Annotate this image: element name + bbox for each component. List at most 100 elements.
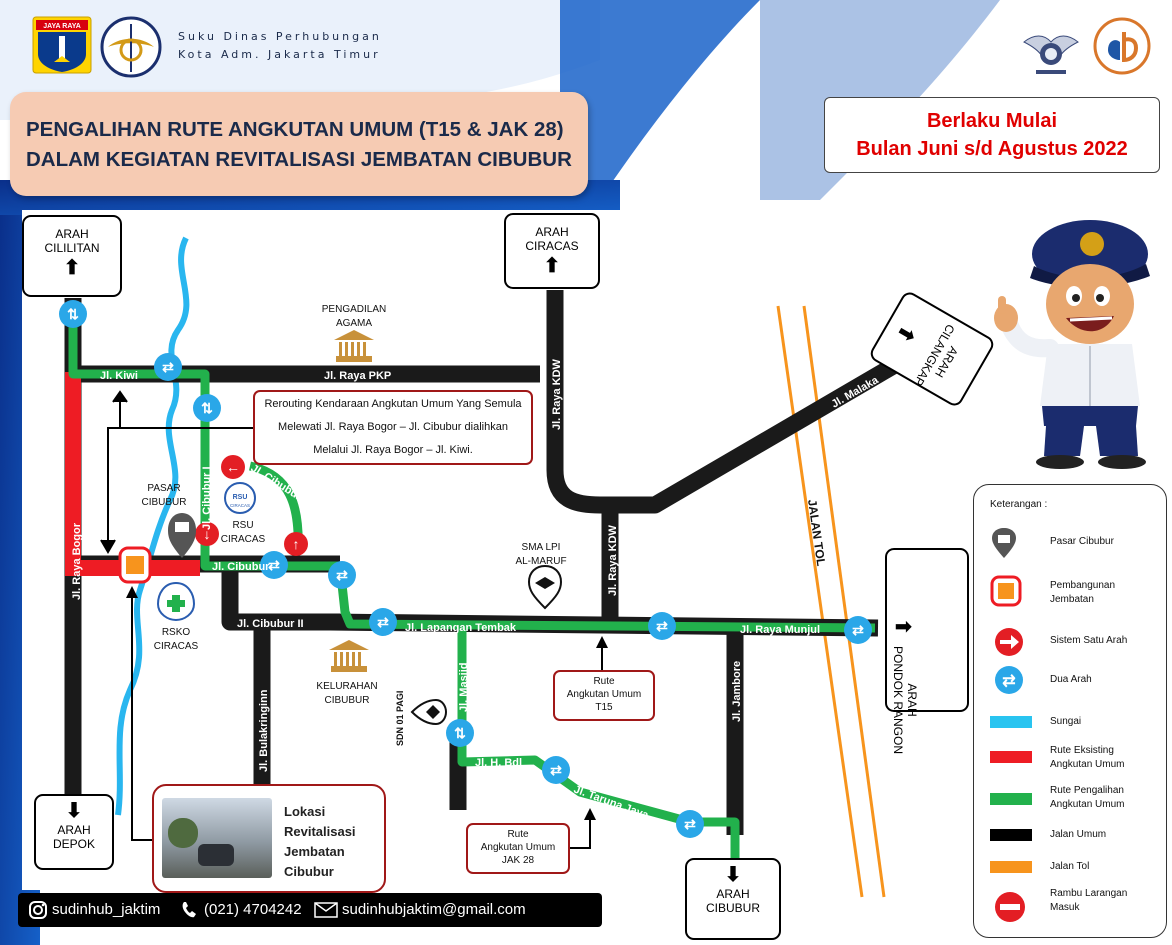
svg-text:⇄: ⇄	[336, 567, 348, 583]
arrow-right-icon: ➡	[893, 320, 920, 348]
direction-depok: ⬇ ARAH DEPOK	[34, 794, 114, 870]
route-jak28-note: Rute Angkutan Umum JAK 28	[466, 823, 570, 874]
legend-label-pengalihan: Rute Pengalihan Angkutan Umum	[1050, 785, 1125, 810]
rsu-logo-text: RSU	[233, 494, 248, 501]
one-way-icon	[284, 532, 308, 556]
river-swatch	[990, 716, 1032, 728]
svg-text:⇄: ⇄	[550, 762, 562, 778]
place-kelurahan-1: KELURAHAN	[316, 681, 377, 692]
two-way-markers	[59, 300, 872, 838]
no-entry-icon	[994, 891, 1026, 923]
place-kelurahan-2: CIBUBUR	[324, 695, 369, 706]
road-label-cibubur-1: Jl. Cibubur I	[201, 466, 213, 530]
rerouting-note-line2: Melewati Jl. Raya Bogor – Jl. Cibubur di…	[278, 421, 508, 433]
road-label-jambore: Jl. Jambore	[731, 661, 743, 722]
legend-label-jalan-tol: Jalan Tol	[1050, 861, 1090, 872]
river-line	[115, 236, 190, 816]
place-pasar-2: CIBUBUR	[141, 497, 186, 508]
location-line1: Lokasi	[284, 804, 326, 819]
legend-label-pasar: Pasar Cibubur	[1050, 536, 1114, 547]
diversion-route-swatch	[990, 793, 1032, 805]
two-way-icon	[446, 719, 474, 747]
route-t15-note: Rute Angkutan Umum T15	[553, 670, 655, 721]
road-label-cibubur: Jl. Cibubur	[212, 561, 270, 573]
svg-text:⇅: ⇅	[67, 306, 79, 322]
svg-text:⇄: ⇄	[377, 614, 389, 630]
two-way-icon	[676, 810, 704, 838]
direction-cibubur-line1: ARAH	[716, 887, 750, 901]
svg-text:↑: ↑	[293, 536, 300, 552]
legend-label-satu-arah: Sistem Satu Arah	[1050, 635, 1128, 646]
road-label-lapangan-tembak: Jl. Lapangan Tembak	[405, 622, 517, 634]
email-icon	[314, 902, 338, 918]
svg-text:⇅: ⇅	[201, 400, 213, 416]
road-label-h-bdl: Jl. H. Bdl	[475, 757, 522, 769]
road-label-raya-pkp: Jl. Raya PKP	[324, 370, 391, 382]
road-label-kiwi: Jl. Kiwi	[100, 370, 138, 382]
road-label-cibubur-2: Jl. Cibubur II	[237, 618, 304, 630]
two-way-icon	[154, 353, 182, 381]
bridge-construction-icon	[990, 575, 1022, 607]
agency-name-line2: Kota Adm. Jakarta Timur	[178, 48, 381, 61]
instagram-handle[interactable]: sudinhub_jaktim	[52, 901, 161, 918]
rsu-logo-icon: RSU CIRACAS	[224, 482, 256, 514]
road-label-raya-bogor: Jl. Raya Bogor	[71, 522, 83, 600]
dishub-logo	[100, 16, 162, 78]
toll-road-swatch	[990, 861, 1032, 873]
rsu-logo-subtext: CIRACAS	[230, 503, 250, 508]
kelurahan-building-icon	[329, 640, 369, 672]
place-sma-2: AL-MARUF	[515, 556, 566, 567]
arrow-down-icon: ⬇	[65, 800, 83, 822]
route-jak28-line1: Rute	[507, 829, 529, 840]
direction-depok-line1: ARAH	[57, 823, 91, 837]
traffic-police-logo	[1020, 20, 1082, 80]
svg-text:⇄: ⇄	[684, 816, 696, 832]
legend-label-jalan-umum: Jalan Umum	[1050, 829, 1107, 840]
svg-text:⇅: ⇅	[454, 725, 466, 741]
jakarta-logo: JAYA RAYA	[32, 16, 92, 74]
direction-ciracas-line2: CIRACAS	[525, 239, 579, 253]
rerouting-note-line3: Melalui Jl. Raya Bogor – Jl. Kiwi.	[313, 444, 473, 456]
phone-number[interactable]: (021) 4704242	[204, 901, 302, 918]
direction-ciracas: ARAH CIRACAS ⬆	[504, 213, 600, 289]
route-t15-line3: T15	[595, 702, 613, 713]
legend-label-eksisting: Rute Eksisting Angkutan Umum	[1050, 745, 1125, 770]
rerouting-note-line1: Rerouting Kendaraan Angkutan Umum Yang S…	[264, 398, 522, 410]
title-line2: DALAM KEGIATAN REVITALISASI JEMBATAN CIB…	[26, 148, 572, 171]
two-way-icon	[844, 616, 872, 644]
direction-cililitan-line1: ARAH	[55, 227, 89, 241]
place-rsko-1: RSKO	[162, 627, 191, 638]
school-pin-icon	[410, 698, 448, 726]
place-pasar-1: PASAR	[147, 483, 180, 494]
road-label-raya-munjul: Jl. Raya Munjul	[740, 624, 820, 636]
logo-text: JAYA RAYA	[43, 23, 81, 30]
two-way-icon	[59, 300, 87, 328]
svg-text:⇄: ⇄	[268, 557, 280, 573]
title-box: PENGALIHAN RUTE ANGKUTAN UMUM (T15 & JAK…	[10, 92, 588, 196]
legend-label-sungai: Sungai	[1050, 716, 1082, 727]
public-road-swatch	[990, 829, 1032, 841]
arrow-down-icon: ⬇	[724, 864, 742, 886]
two-way-icon	[260, 551, 288, 579]
agency-round-logo	[1092, 16, 1152, 76]
reroute-pointer	[100, 390, 253, 554]
place-pengadilan-2: AGAMA	[336, 318, 372, 329]
road-label-raya-kdw-1: Jl. Raya KDW	[551, 358, 563, 430]
road-label-masjid: Jl. Masjid	[458, 662, 470, 712]
email-address[interactable]: sudinhubjaktim@gmail.com	[342, 901, 526, 918]
two-way-icon: ⇄	[994, 665, 1024, 695]
two-way-icon	[193, 394, 221, 422]
existing-route-line	[65, 372, 200, 576]
direction-pondok-rangon-line1: ARAH	[905, 683, 919, 717]
arrow-right-icon: ➡	[895, 616, 912, 638]
rsko-logo-icon	[156, 581, 196, 622]
direction-cibubur-line2: CIBUBUR	[705, 901, 760, 915]
route-t15-line1: Rute	[593, 676, 615, 687]
two-way-icon	[328, 561, 356, 589]
toll-road-line-1	[776, 305, 864, 898]
svg-text:⇄: ⇄	[852, 622, 864, 638]
one-way-icon	[195, 522, 219, 546]
route-jak28-line3: JAK 28	[501, 855, 535, 866]
contact-footer: sudinhub_jaktim (021) 4704242 sudinhubja…	[18, 893, 602, 927]
